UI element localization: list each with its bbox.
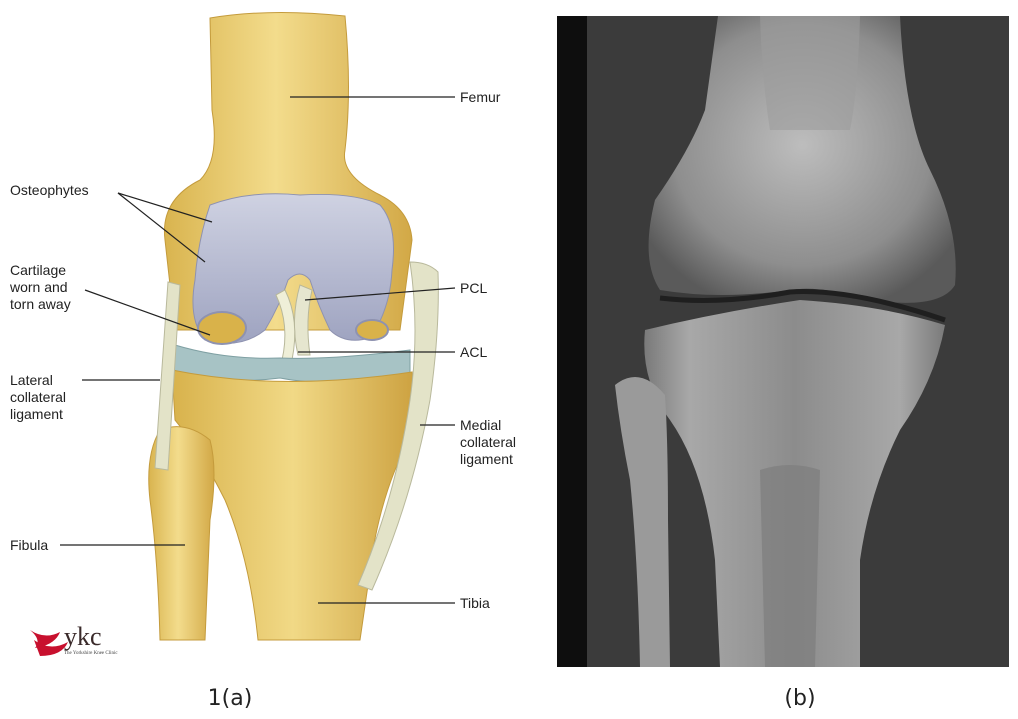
logo-swoosh-icon: [30, 630, 60, 648]
label-acl: ACL: [460, 344, 487, 360]
label-lateral-line3: ligament: [10, 406, 63, 422]
caption-b: (b): [784, 686, 815, 711]
logo-text: ykc: [64, 622, 102, 651]
label-pcl: PCL: [460, 280, 487, 296]
worn-patch-right: [356, 320, 388, 340]
label-tibia: Tibia: [460, 595, 490, 611]
knee-illustration: [149, 12, 439, 640]
label-medial-line3: ligament: [460, 451, 513, 467]
ykc-logo: ykc The Yorkshire Knee Clinic: [30, 622, 118, 656]
label-fibula: Fibula: [10, 537, 48, 553]
logo-tagline: The Yorkshire Knee Clinic: [64, 651, 118, 656]
label-cartilage-line3: torn away: [10, 296, 71, 312]
xray-dark-edge: [557, 16, 587, 667]
label-cartilage-line2: worn and: [9, 279, 68, 295]
xray-tibia-canal: [760, 465, 820, 667]
xray-femur-canal: [760, 16, 860, 130]
label-lateral-line1: Lateral: [10, 372, 53, 388]
label-medial-line2: collateral: [460, 434, 516, 450]
label-lateral-line2: collateral: [10, 389, 66, 405]
label-cartilage-line1: Cartilage: [10, 262, 66, 278]
label-medial-line1: Medial: [460, 417, 501, 433]
caption-a: 1(a): [208, 686, 253, 711]
label-osteophytes: Osteophytes: [10, 182, 89, 198]
label-femur: Femur: [460, 89, 501, 105]
worn-patch-left: [198, 312, 246, 344]
knee-xray: [557, 16, 1009, 667]
